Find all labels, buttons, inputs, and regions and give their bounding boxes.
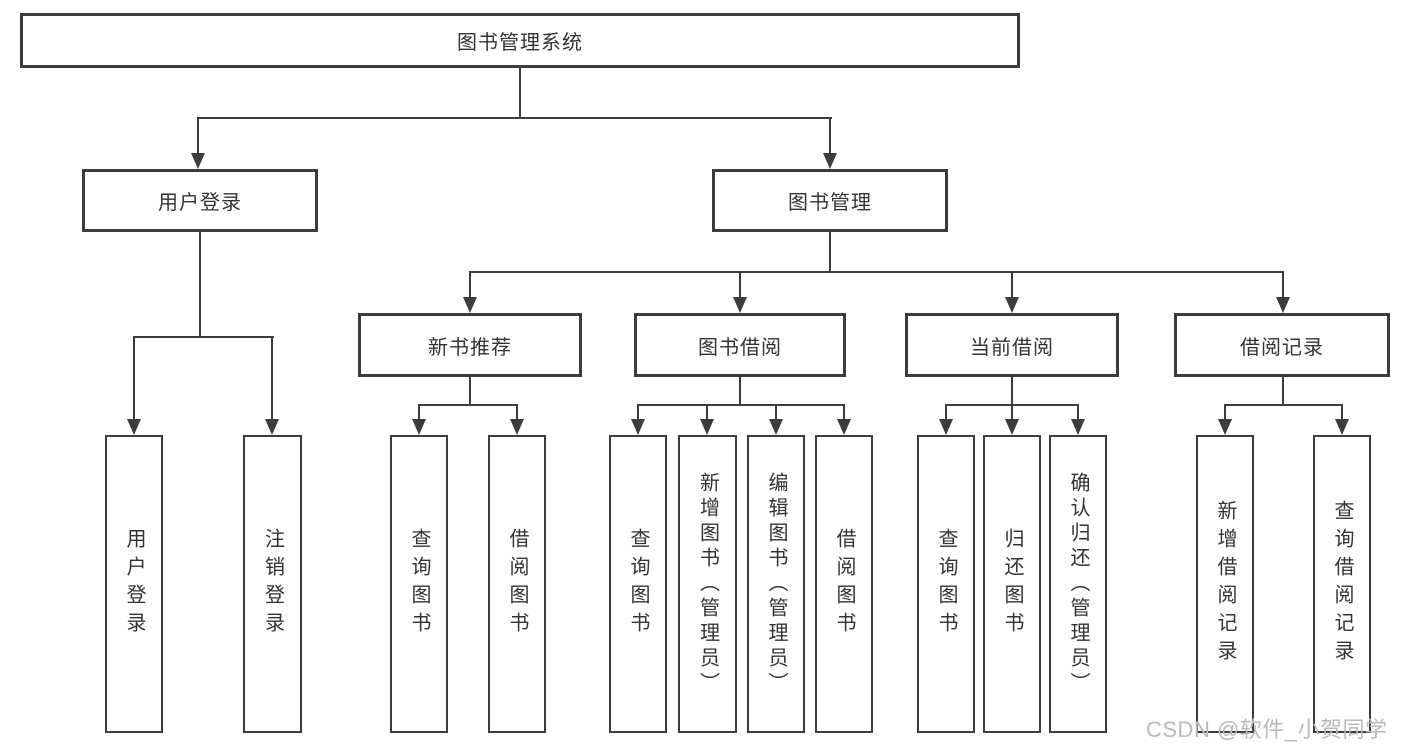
arrowhead-icon	[265, 419, 279, 435]
leaf-return-books: 归还图书	[983, 435, 1041, 733]
arrowhead-icon	[412, 419, 426, 435]
leaf-edit-books-admin-label: 编辑图书（管理员）	[765, 471, 787, 697]
connector-line	[1341, 404, 1343, 421]
leaf-confirm-return-admin-label: 确认归还（管理员）	[1067, 471, 1089, 697]
connector-line	[829, 232, 831, 273]
node-book-management-label: 图书管理	[788, 192, 872, 214]
connector-line	[469, 271, 471, 299]
connector-line	[637, 404, 639, 421]
node-new-book-recommend: 新书推荐	[358, 313, 582, 377]
arrowhead-icon	[1071, 419, 1085, 435]
arrowhead-icon	[510, 419, 524, 435]
connector-line	[1011, 377, 1013, 406]
leaf-query-borrow-record-label: 查询借阅记录	[1331, 500, 1353, 668]
leaf-user-login: 用户登录	[105, 435, 163, 733]
connector-line	[1224, 404, 1343, 406]
leaf-query-books-recommend: 查询图书	[390, 435, 448, 733]
connector-line	[133, 336, 135, 421]
arrowhead-icon	[700, 419, 714, 435]
leaf-borrow-books: 借阅图书	[815, 435, 873, 733]
connector-line	[197, 117, 832, 119]
connector-line	[418, 404, 518, 406]
connector-line	[1011, 271, 1013, 299]
leaf-add-borrow-record-label: 新增借阅记录	[1214, 500, 1236, 668]
connector-line	[843, 404, 845, 421]
leaf-query-books-borrow-label: 查询图书	[627, 528, 649, 640]
connector-line	[739, 271, 741, 299]
connector-line	[133, 336, 274, 338]
leaf-query-borrow-record: 查询借阅记录	[1313, 435, 1371, 733]
leaf-query-books-current-label: 查询图书	[935, 528, 957, 640]
leaf-borrow-books-recommend-label: 借阅图书	[506, 528, 528, 640]
node-book-borrow-label: 图书借阅	[698, 336, 782, 359]
leaf-confirm-return-admin: 确认归还（管理员）	[1049, 435, 1107, 733]
connector-line	[739, 377, 741, 406]
connector-line	[1224, 404, 1226, 421]
connector-line	[1011, 404, 1013, 421]
arrowhead-icon	[127, 419, 141, 435]
leaf-borrow-books-label: 借阅图书	[833, 528, 855, 640]
arrowhead-icon	[939, 419, 953, 435]
arrowhead-icon	[1005, 419, 1019, 435]
arrowhead-icon	[191, 153, 205, 169]
leaf-query-books-borrow: 查询图书	[609, 435, 667, 733]
leaf-add-borrow-record: 新增借阅记录	[1196, 435, 1254, 733]
leaf-logout: 注销登录	[243, 435, 302, 733]
arrowhead-icon	[823, 153, 837, 169]
connector-line	[418, 404, 420, 421]
connector-line	[516, 404, 518, 421]
node-new-book-recommend-label: 新书推荐	[428, 336, 512, 359]
connector-line	[829, 117, 831, 155]
connector-line	[271, 336, 273, 421]
node-root-label: 图书管理系统	[457, 32, 583, 54]
node-user-login-label: 用户登录	[158, 192, 242, 214]
arrowhead-icon	[1005, 297, 1019, 313]
node-user-login: 用户登录	[82, 169, 318, 232]
connector-line	[519, 66, 521, 119]
leaf-user-login-label: 用户登录	[123, 528, 145, 640]
node-root: 图书管理系统	[20, 13, 1020, 68]
arrowhead-icon	[1335, 419, 1349, 435]
connector-line	[469, 271, 1284, 273]
connector-line	[637, 404, 845, 406]
leaf-add-books-admin: 新增图书（管理员）	[678, 435, 737, 733]
connector-line	[1282, 271, 1284, 299]
node-book-management: 图书管理	[712, 169, 948, 232]
node-book-borrow: 图书借阅	[634, 313, 846, 377]
connector-line	[199, 232, 201, 338]
leaf-query-books-recommend-label: 查询图书	[408, 528, 430, 640]
leaf-edit-books-admin: 编辑图书（管理员）	[747, 435, 805, 733]
leaf-add-books-admin-label: 新增图书（管理员）	[696, 471, 719, 697]
arrowhead-icon	[769, 419, 783, 435]
connector-line	[1282, 377, 1284, 406]
leaf-borrow-books-recommend: 借阅图书	[488, 435, 546, 733]
arrowhead-icon	[1218, 419, 1232, 435]
arrowhead-icon	[837, 419, 851, 435]
node-borrow-record: 借阅记录	[1174, 313, 1390, 377]
connector-line	[945, 404, 947, 421]
connector-line	[469, 377, 471, 406]
csdn-watermark: CSDN @软件_小贺同学	[1146, 717, 1388, 742]
leaf-query-books-current: 查询图书	[917, 435, 975, 733]
connector-line	[197, 117, 199, 155]
connector-line	[775, 404, 777, 421]
leaf-logout-label: 注销登录	[261, 528, 284, 640]
arrowhead-icon	[463, 297, 477, 313]
node-current-borrow-label: 当前借阅	[970, 336, 1054, 359]
arrowhead-icon	[631, 419, 645, 435]
connector-line	[1077, 404, 1079, 421]
arrowhead-icon	[733, 297, 747, 313]
node-borrow-record-label: 借阅记录	[1240, 336, 1324, 359]
node-current-borrow: 当前借阅	[905, 313, 1119, 377]
connector-line	[706, 404, 708, 421]
arrowhead-icon	[1276, 297, 1290, 313]
leaf-return-books-label: 归还图书	[1001, 528, 1023, 640]
